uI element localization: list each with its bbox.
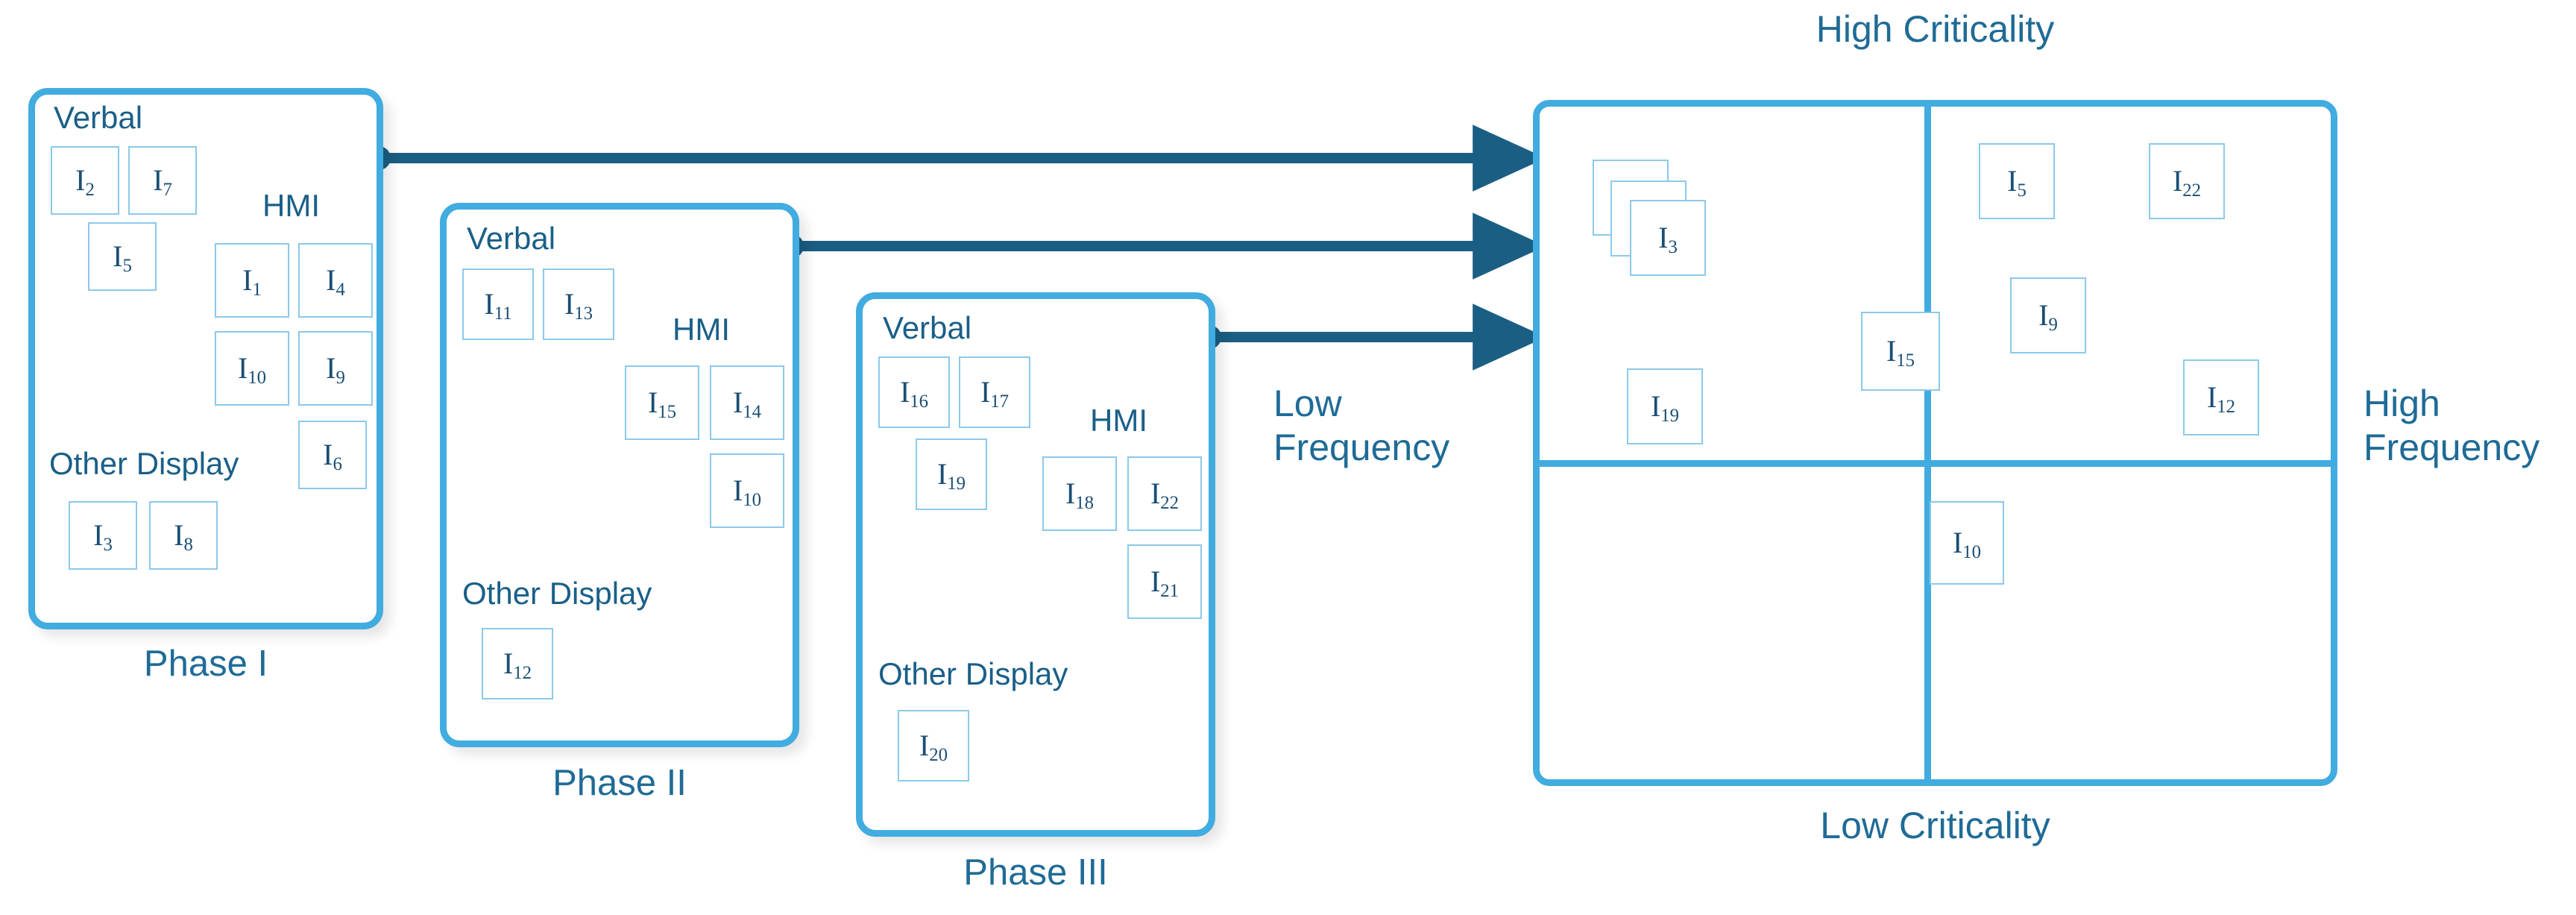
item-box-i12-p2[interactable]: I12 <box>482 628 553 699</box>
item-box-i17[interactable]: I17 <box>959 356 1030 428</box>
item-box-i7[interactable]: I7 <box>128 146 197 215</box>
phase2-other-display-label: Other Display <box>462 576 652 611</box>
item-label-i4: I4 <box>326 263 345 300</box>
matrix-item-box-i15[interactable]: I15 <box>1861 312 1940 391</box>
phase1-hmi-label: HMI <box>262 188 320 223</box>
item-label-i15-p2: I15 <box>647 386 677 422</box>
item-label-i7: I7 <box>153 163 172 200</box>
item-label-i11: I11 <box>484 287 512 324</box>
item-label-matrix-i9: I9 <box>2038 298 2058 335</box>
item-box-i19-p3[interactable]: I19 <box>916 438 987 510</box>
item-label-matrix-i5: I5 <box>2007 164 2027 201</box>
item-label-matrix-i12: I12 <box>2206 380 2236 417</box>
matrix-right-label-line1: High <box>2364 383 2440 424</box>
item-label-i3-p1: I3 <box>93 518 113 555</box>
item-box-i6[interactable]: I6 <box>298 421 367 489</box>
matrix-vertical-divider <box>1924 100 1931 786</box>
item-box-i20[interactable]: I20 <box>898 710 969 782</box>
phase1-verbal-label: Verbal <box>54 100 143 135</box>
item-box-i11[interactable]: I11 <box>462 268 534 340</box>
matrix-item-box-i19[interactable]: I19 <box>1627 368 1703 444</box>
item-label-i18: I18 <box>1065 477 1095 513</box>
matrix-item-box-i22[interactable]: I22 <box>2149 143 2225 219</box>
item-label-matrix-i22: I22 <box>2172 164 2202 201</box>
item-label-i22-p3: I22 <box>1150 477 1180 513</box>
phase1-other-display-label: Other Display <box>49 446 239 481</box>
matrix-right-label-line2: Frequency <box>2364 427 2540 468</box>
item-label-i19-p3: I19 <box>936 457 966 494</box>
item-label-i2: I2 <box>75 163 95 200</box>
phase3-verbal-label: Verbal <box>883 310 972 345</box>
item-label-i6: I6 <box>323 438 342 474</box>
item-label-matrix-i3: I3 <box>1658 221 1678 257</box>
item-label-matrix-i15: I15 <box>1886 334 1915 371</box>
phase2-hmi-label: HMI <box>673 312 730 347</box>
item-label-i17: I17 <box>980 375 1010 412</box>
item-box-i21[interactable]: I21 <box>1127 544 1202 619</box>
item-label-i1: I1 <box>242 263 262 300</box>
matrix-item-box-i12[interactable]: I12 <box>2183 359 2259 436</box>
phase3-hmi-label: HMI <box>1090 403 1147 438</box>
phase3-label: Phase III <box>963 852 1108 893</box>
item-label-i20: I20 <box>919 729 948 765</box>
item-label-i13: I13 <box>564 287 593 324</box>
item-label-i8: I8 <box>174 518 193 555</box>
item-label-i16: I16 <box>899 375 929 412</box>
matrix-item-box-i5[interactable]: I5 <box>1979 143 2055 219</box>
item-box-i13[interactable]: I13 <box>543 268 614 340</box>
item-label-i14: I14 <box>732 386 762 422</box>
item-box-i14[interactable]: I14 <box>710 365 784 440</box>
item-box-i22-p3[interactable]: I22 <box>1127 456 1202 531</box>
item-box-i1[interactable]: I1 <box>215 243 289 318</box>
matrix-item-box-i9[interactable]: I9 <box>2010 277 2086 353</box>
arrow-phase2-to-matrix <box>780 213 1546 280</box>
item-box-i18[interactable]: I18 <box>1042 456 1117 531</box>
phase3-other-display-label: Other Display <box>878 656 1068 691</box>
item-box-i8[interactable]: I8 <box>149 501 218 570</box>
item-box-i15-p2[interactable]: I15 <box>625 365 699 440</box>
phase2-label: Phase II <box>552 763 687 803</box>
matrix-left-label: Low Frequency <box>1273 382 1449 470</box>
item-box-i2[interactable]: I2 <box>51 146 119 215</box>
item-box-i16[interactable]: I16 <box>878 356 950 428</box>
arrow-phase1-to-matrix <box>367 125 1546 192</box>
item-label-i21: I21 <box>1150 565 1180 601</box>
item-label-i5: I5 <box>113 239 132 276</box>
item-box-i9-p1[interactable]: I9 <box>298 331 373 406</box>
matrix-item-box-i10[interactable]: I10 <box>1930 501 2004 585</box>
matrix-left-label-line1: Low <box>1273 383 1342 424</box>
item-box-i10-p2[interactable]: I10 <box>710 453 784 528</box>
item-label-matrix-i19: I19 <box>1650 389 1680 426</box>
matrix-bottom-label: Low Criticality <box>1820 805 2050 846</box>
matrix-item-box-i3[interactable]: I3 <box>1630 200 1706 276</box>
item-label-i12-p2: I12 <box>503 647 532 683</box>
matrix-top-label: High Criticality <box>1816 8 2055 50</box>
matrix-left-label-line2: Frequency <box>1273 427 1450 468</box>
matrix-horizontal-divider <box>1533 460 2337 467</box>
item-label-i10-p2: I10 <box>732 474 762 510</box>
phase1-label: Phase I <box>143 644 268 684</box>
item-box-i4[interactable]: I4 <box>298 243 373 318</box>
arrow-phase3-to-matrix <box>1197 304 1546 371</box>
phase2-verbal-label: Verbal <box>467 221 556 256</box>
item-box-i5[interactable]: I5 <box>88 222 157 291</box>
item-box-i10-p1[interactable]: I10 <box>215 331 289 406</box>
item-label-i10-p1: I10 <box>237 351 267 388</box>
item-label-matrix-i10: I10 <box>1952 526 1982 562</box>
item-box-i3-p1[interactable]: I3 <box>69 501 137 570</box>
item-label-i9-p1: I9 <box>326 351 345 388</box>
matrix-right-label: High Frequency <box>2364 382 2539 470</box>
